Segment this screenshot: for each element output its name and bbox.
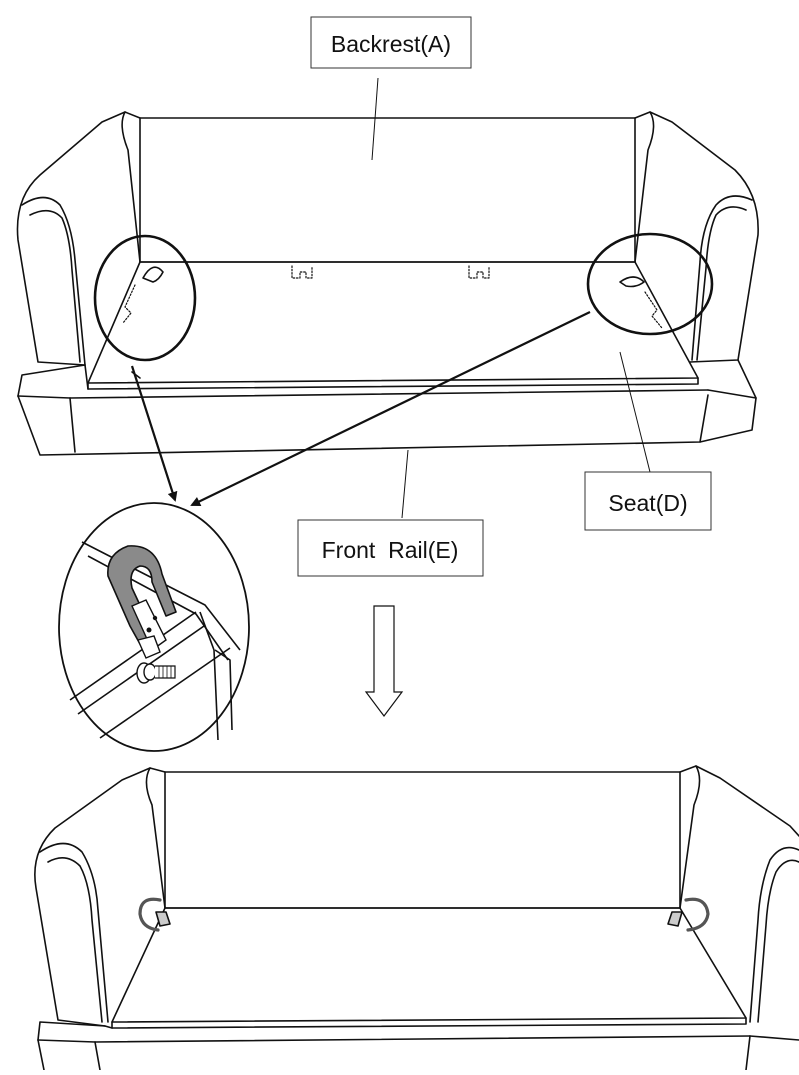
label-front-rail: Front Rail(E) [297, 519, 484, 577]
callout-circle-left [93, 234, 197, 362]
front-rail [17, 364, 89, 397]
left-arm [16, 111, 141, 366]
callout-circle-right [586, 232, 714, 336]
right-arm [634, 111, 759, 363]
label-front-rail-text: Front Rail(E) [322, 537, 459, 563]
backrest-panel-after [164, 771, 681, 909]
seat-panel-after [111, 907, 747, 1023]
detail-arrow-right [190, 311, 591, 507]
step-down-arrow-icon [364, 605, 404, 717]
hook-detail-closeup [58, 502, 250, 752]
label-seat: Seat(D) [584, 471, 712, 531]
sofa-after [34, 765, 799, 1071]
backrest-panel [139, 117, 636, 263]
label-backrest: Backrest(A) [310, 16, 472, 69]
detail-arrow-left [130, 365, 178, 502]
label-backrest-text: Backrest(A) [331, 31, 451, 57]
seat-panel [87, 261, 699, 384]
label-seat-text: Seat(D) [608, 490, 687, 516]
sofa-before [16, 111, 759, 456]
